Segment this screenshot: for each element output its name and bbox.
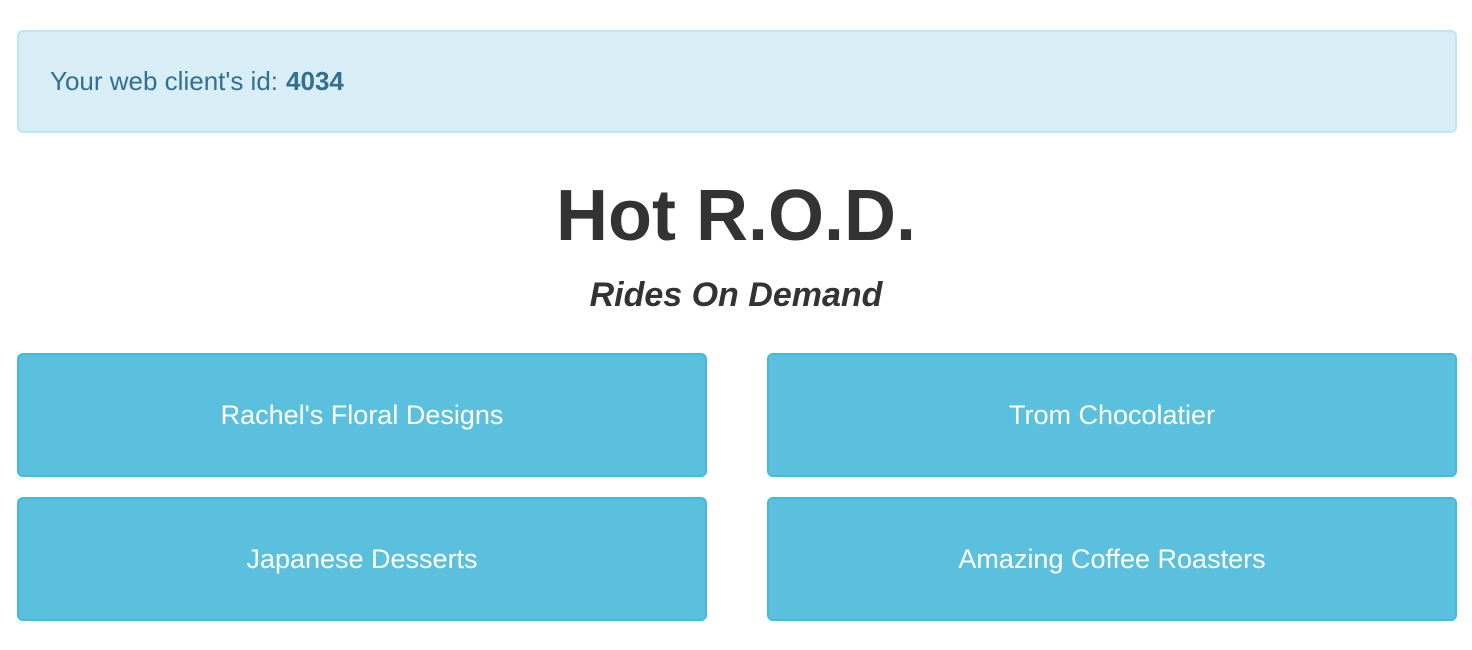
customer-button-amazing-coffee-roasters[interactable]: Amazing Coffee Roasters xyxy=(767,497,1457,621)
page-subtitle: Rides On Demand xyxy=(589,276,883,314)
customer-button-trom-chocolatier[interactable]: Trom Chocolatier xyxy=(767,353,1457,477)
customer-button-rachels-floral-designs[interactable]: Rachel's Floral Designs xyxy=(17,353,707,477)
client-id-alert: Your web client's id: 4034 xyxy=(17,30,1457,133)
client-id-value: 4034 xyxy=(286,66,344,96)
client-id-label: Your web client's id: xyxy=(50,66,279,96)
customer-button-japanese-desserts[interactable]: Japanese Desserts xyxy=(17,497,707,621)
page-title: Hot R.O.D. xyxy=(556,176,916,256)
